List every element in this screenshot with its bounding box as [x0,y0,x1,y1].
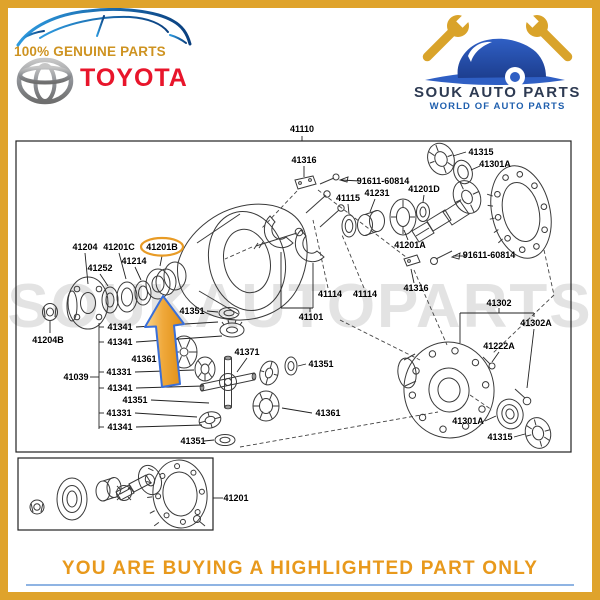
part-label: 41214 [121,256,146,266]
diagram-main-box [15,140,572,453]
watermark-text: SOUKAUTOPARTS [7,272,592,341]
part-bearing-caps [263,215,325,263]
part-washer-41252 [101,286,119,314]
part-label: 41110 [290,124,314,134]
part-label: 41101 [299,312,324,322]
part-cap-bolts-41114 [305,190,345,228]
part-bearing-41315-top [427,142,455,176]
part-bolt-41222a [482,356,496,370]
part-washer-41201d [416,202,430,222]
part-label: 41315 [468,147,493,157]
part-label: 41361 [131,354,156,364]
part-spacer-41201b [145,268,177,300]
part-bearing-41201a [389,198,417,236]
part-label: 41351 [122,395,147,405]
store-name: SOUK AUTO PARTS [413,84,582,101]
part-label: 41114 [353,289,377,299]
part-label: 41371 [234,347,259,357]
part-inset-pinion-kit [29,459,208,529]
part-ring-gear [486,165,552,259]
part-bolt-91611-top [319,173,340,185]
part-bearing-41315-bottom [524,417,552,449]
part-diff-case-41302 [397,341,495,439]
part-label: 41039 [63,372,88,382]
part-label: 41114 [318,289,342,299]
part-label: 41201C [103,242,135,252]
part-label-highlighted: 41201B [146,242,178,252]
part-label: 41341 [107,422,132,432]
souk-logo-icon [416,6,579,86]
part-label: 41201D [408,184,440,194]
part-label: 41331 [106,408,131,418]
part-label: 41341 [107,337,132,347]
part-label: 41204B [32,335,64,345]
highlight-ellipse [139,236,185,257]
part-label: 41351 [179,306,204,316]
part-label: 41201A [394,240,426,250]
part-bearing-41201c [116,281,138,313]
genuine-parts-text: 100% GENUINE PARTS [14,44,166,59]
toyota-emblem-icon [16,57,74,105]
part-clip-41316-top [294,175,317,190]
part-label: 41331 [106,367,131,377]
part-label: 41115 [336,193,360,203]
car-sketch-logo [16,8,192,47]
part-label: 41301A [479,159,511,169]
part-carrier-housing-41110 [163,203,308,321]
part-spacer-41231 [357,210,385,236]
part-label: 41351 [180,436,205,446]
part-label: 41201 [223,493,248,503]
part-label: 41341 [107,322,132,332]
part-label: 91611-60814 [463,250,516,260]
part-spider-gears [170,307,298,446]
part-label: 41252 [87,263,112,273]
highlight-arrow [144,295,185,388]
leader-lines [49,136,535,499]
part-label: 41315 [487,432,512,442]
part-oring-41115 [341,214,357,238]
part-washer-41301a-top [453,159,473,185]
dashed-lines [224,189,555,448]
part-label: 41302A [520,318,552,328]
part-clip-41316-mid [403,254,421,267]
part-label: 41341 [107,383,132,393]
part-bolt-91611-mid [430,250,453,265]
part-bolt-41302a [514,388,532,406]
part-label: 41222A [483,341,515,351]
part-nut-41204b [42,303,58,321]
part-long-bolt [253,227,304,250]
part-label: 91611-60814 [357,176,410,186]
part-seal-41301a-bottom [496,398,524,430]
part-label: 41301A [452,416,484,426]
part-washer-41214 [134,280,152,306]
part-label: 41351 [308,359,333,369]
toyota-wordmark: TOYOTA [80,64,188,92]
part-label: 41231 [364,188,389,198]
buying-notice: YOU ARE BUYING A HIGHLIGHTED PART ONLY [26,558,574,586]
diagram-inset-box [17,457,214,531]
part-label: 41204 [72,242,97,252]
part-flange-41204 [66,276,109,330]
parts-lineart [29,142,552,529]
part-labels: 41110 41316 91611-60814 41115 41231 41201D 413… [32,124,552,503]
part-label: 41361 [315,408,340,418]
store-tagline: WORLD OF AUTO PARTS [429,101,566,112]
part-label: 41316 [291,155,316,165]
part-label: 41302 [486,298,511,308]
part-label: 41316 [403,283,428,293]
